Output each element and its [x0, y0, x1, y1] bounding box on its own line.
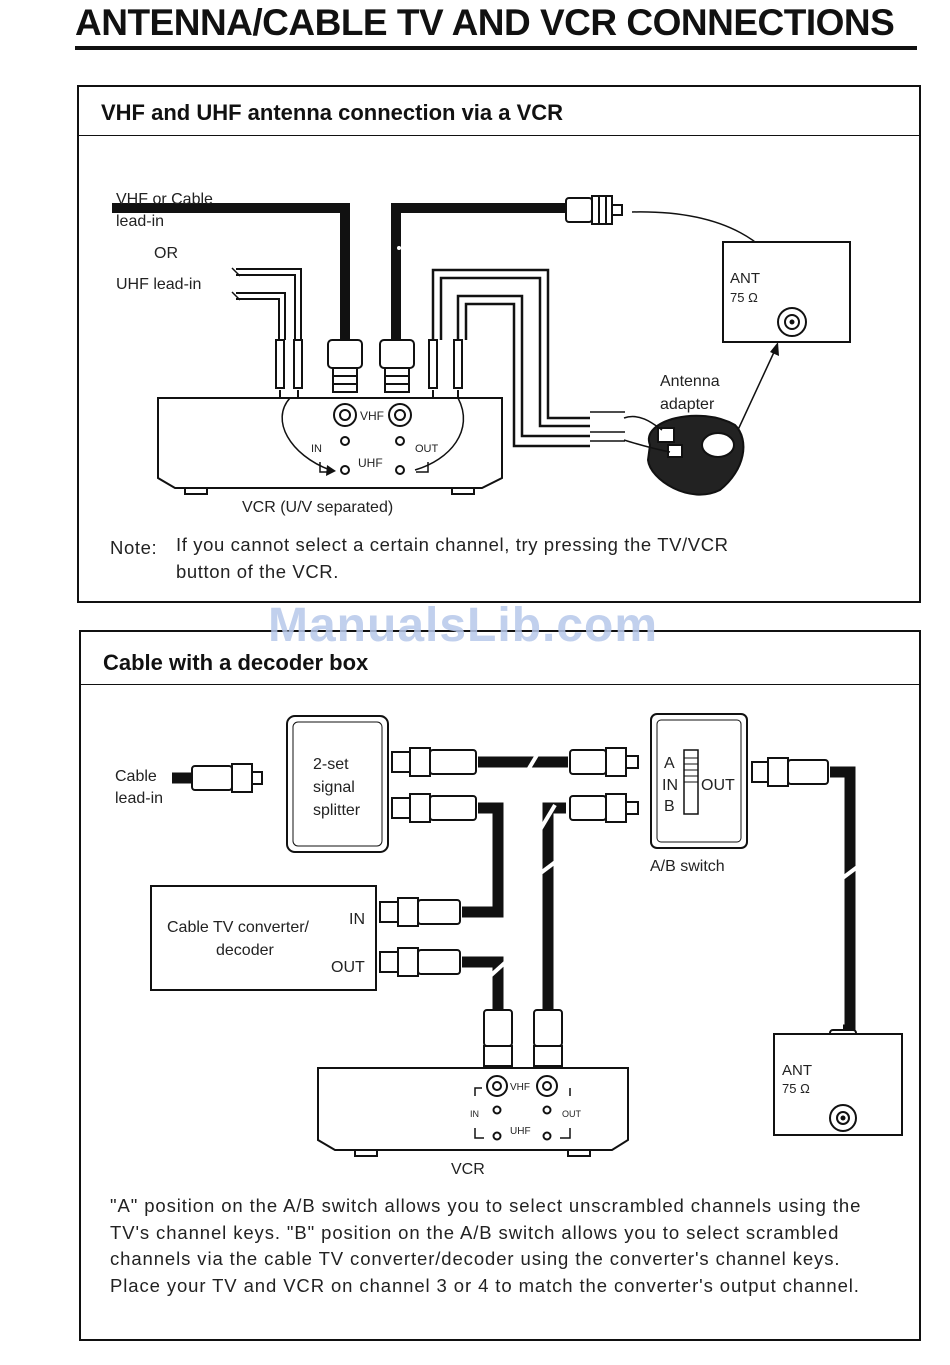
- panel-title: VHF and UHF antenna connection via a VCR: [101, 100, 564, 125]
- ohm-label: 75 Ω: [730, 290, 758, 305]
- note-line-1: If you cannot select a certain channel, …: [176, 534, 729, 555]
- ab-b-label: B: [664, 798, 675, 815]
- vhf-lead-in-cable: [112, 203, 350, 340]
- converter-out-label: OUT: [331, 959, 365, 976]
- vhf-uhf-diagram: ANT 75 Ω Antenna adapter VHF UHF IN OUT …: [112, 191, 851, 516]
- panel-header: VHF and UHF antenna connection via a VCR: [79, 87, 919, 136]
- ohm-label: 75 Ω: [782, 1081, 810, 1096]
- uhf-label: UHF: [358, 456, 383, 470]
- uhf-lead-label: UHF lead-in: [116, 276, 201, 293]
- title-underline: [75, 46, 917, 50]
- adapter-label-1: Antenna: [660, 373, 720, 390]
- f-connectors-vhf: [327, 339, 415, 393]
- adapter-label-2: adapter: [660, 396, 715, 413]
- ab-out-label: OUT: [701, 777, 735, 794]
- cable-lead-label-2: lead-in: [115, 790, 163, 807]
- decoder-diagram: 2-set signal splitter A IN B OUT A/B swi…: [115, 713, 903, 1178]
- twin-lead-b: [456, 294, 590, 448]
- ab-switch-label: A/B switch: [650, 858, 725, 875]
- cable-converter: [150, 885, 377, 991]
- ab-switch: [650, 713, 748, 849]
- vhf-label: VHF: [360, 409, 384, 423]
- vhf-lead-label-2: lead-in: [116, 213, 164, 230]
- out-label: OUT: [415, 443, 439, 455]
- panel-title: Cable with a decoder box: [103, 650, 369, 675]
- note-label: Note:: [110, 537, 158, 558]
- vcr-output-cable: [391, 203, 568, 340]
- ant-label: ANT: [730, 270, 760, 287]
- ab-switch-description: "A" position on the A/B switch allows yo…: [110, 1195, 862, 1296]
- out-label: OUT: [562, 1109, 582, 1119]
- ab-in-label: IN: [662, 777, 678, 794]
- uhf-label: UHF: [510, 1126, 531, 1137]
- panel-header: Cable with a decoder box: [81, 632, 919, 685]
- converter-in-label: IN: [349, 911, 365, 928]
- ab-a-label: A: [664, 755, 675, 772]
- note-line-2: button of the VCR.: [176, 561, 340, 582]
- panel-vhf-uhf: VHF and UHF antenna connection via a VCR: [77, 85, 921, 603]
- vcr-body: [157, 397, 503, 489]
- twin-lead-a: [431, 268, 590, 428]
- watermark: ManualsLib.com: [268, 599, 659, 652]
- cable-converter-to-vcr: [462, 956, 504, 1010]
- in-label: IN: [311, 443, 322, 455]
- converter-label-1: Cable TV converter/: [167, 919, 310, 936]
- splitter-label-1: 2-set: [313, 756, 349, 773]
- splitter-label-3: splitter: [313, 802, 361, 819]
- converter-label-2: decoder: [216, 942, 274, 959]
- cable-ab-b-to-vcr: [542, 802, 566, 1010]
- vcr-label: VCR: [451, 1161, 485, 1178]
- page-title: ANTENNA/CABLE TV AND VCR CONNECTIONS: [75, 2, 895, 43]
- cable-lead-label-1: Cable: [115, 768, 157, 785]
- tv-antenna-terminal-box: [722, 241, 851, 343]
- in-label: IN: [470, 1109, 479, 1119]
- vcr-label: VCR (U/V separated): [242, 499, 393, 516]
- antenna-adapter: [590, 411, 745, 496]
- or-label: OR: [154, 245, 178, 262]
- vhf-lead-label-1: VHF or Cable: [116, 191, 213, 208]
- cable-splitter-to-converter: [462, 802, 504, 918]
- splitter-label-2: signal: [313, 779, 355, 796]
- vhf-label: VHF: [510, 1082, 530, 1093]
- signal-splitter: [286, 715, 389, 853]
- ant-label: ANT: [782, 1062, 812, 1079]
- cable-ab-out-to-tv: [830, 766, 856, 1036]
